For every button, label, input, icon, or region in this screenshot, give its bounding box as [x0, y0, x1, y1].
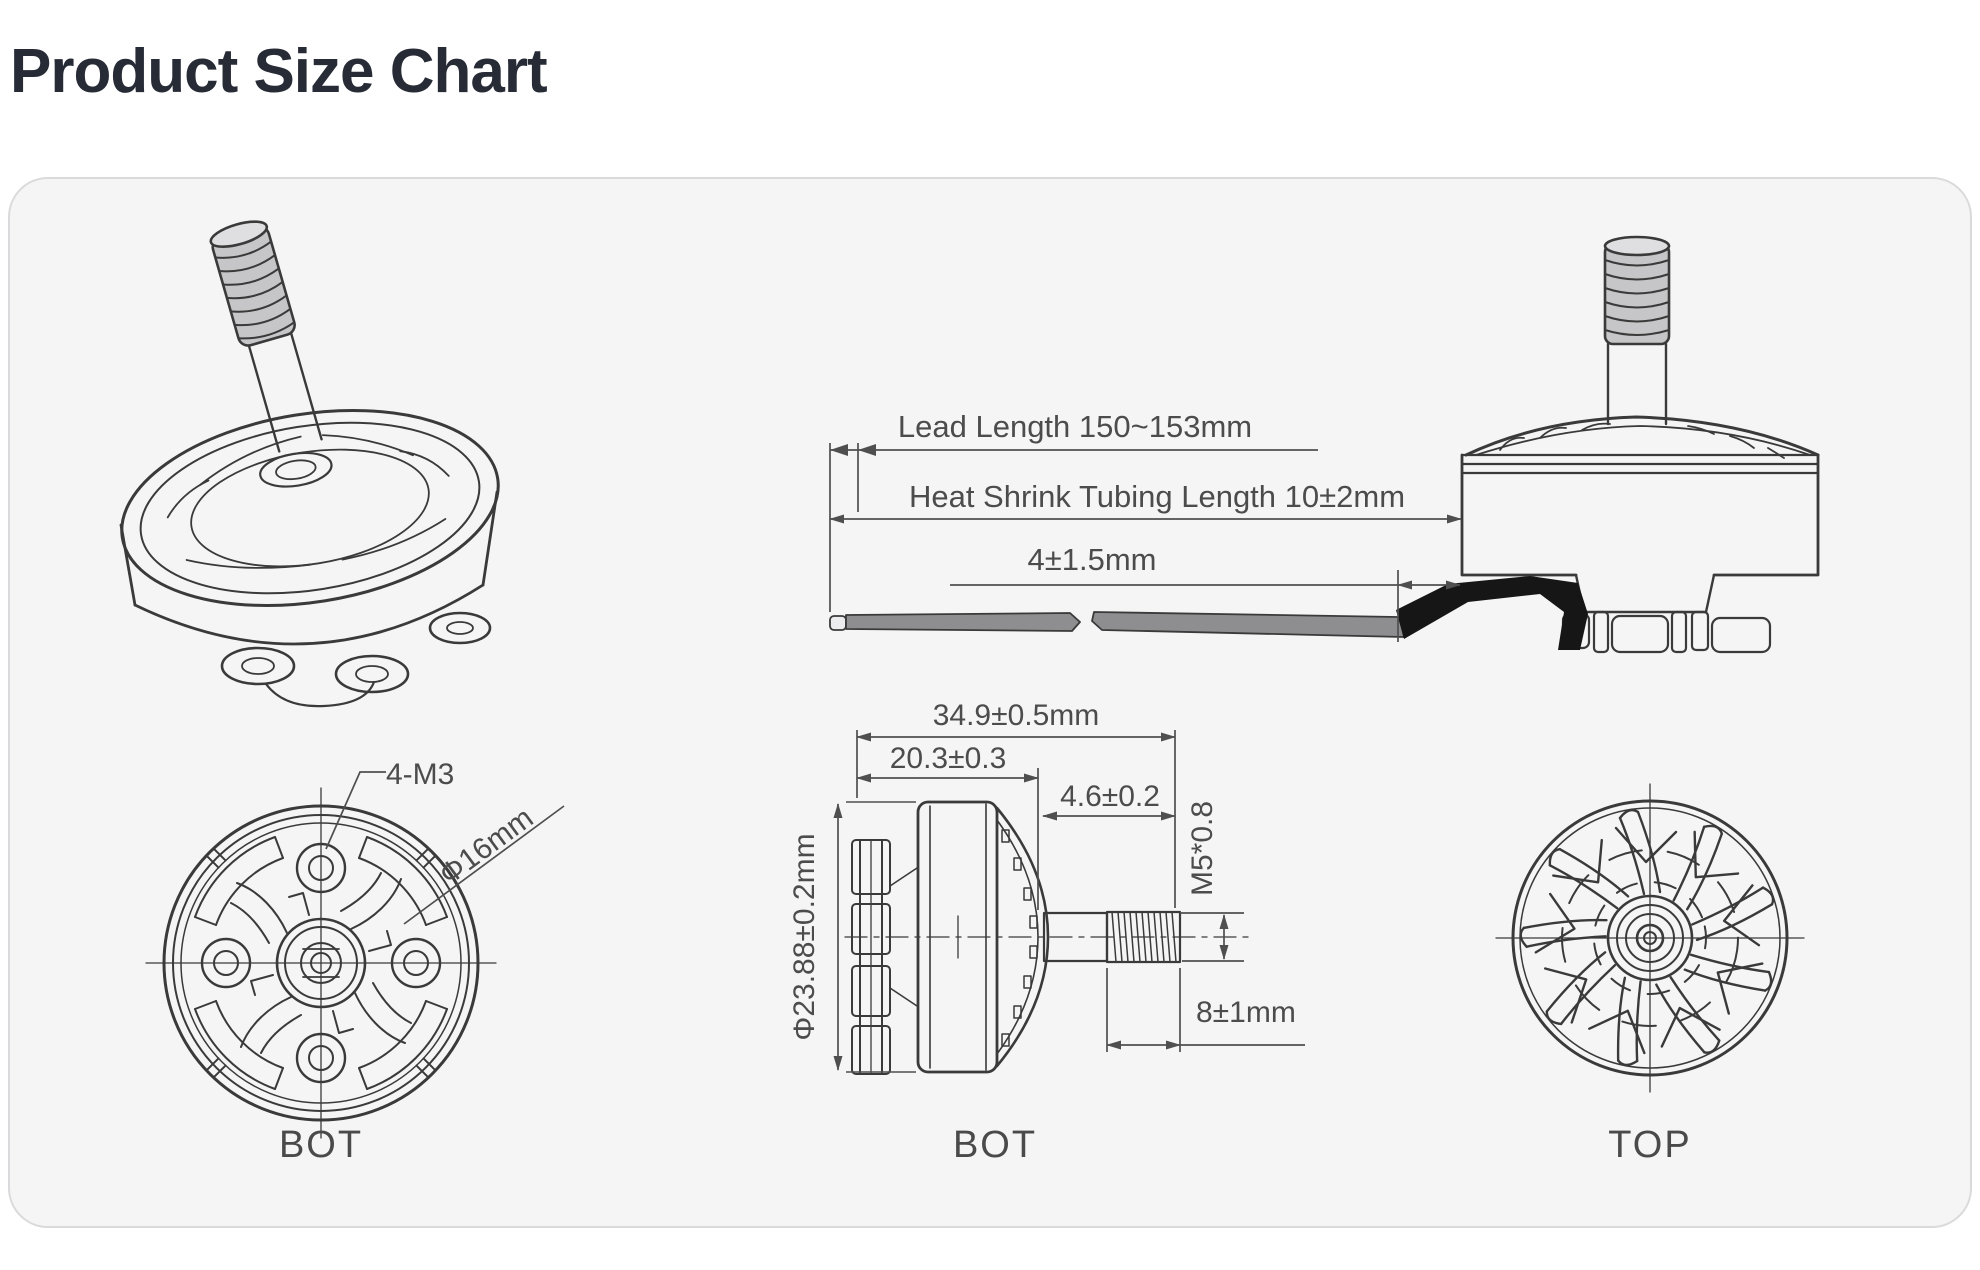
- dim-bolt-circle: Φ16mm: [433, 801, 539, 891]
- view-side-section: [844, 800, 1251, 1075]
- dim-thread-spec: M5*0.8: [1186, 801, 1219, 896]
- side-section-dimensions: [833, 730, 1305, 1073]
- bottom-face-annotations: 4-M3 Φ16mm BOT: [279, 758, 565, 1166]
- dim-screw-pattern: 4-M3: [386, 758, 454, 791]
- dim-heat-shrink: Heat Shrink Tubing Length 10±2mm: [909, 479, 1405, 514]
- dim-bell-diameter: Φ23.88±0.2mm: [788, 833, 821, 1040]
- dim-lead-length: Lead Length 150~153mm: [898, 409, 1252, 444]
- page-title: Product Size Chart: [10, 37, 548, 106]
- dim-body-width: 20.3±0.3: [890, 742, 1007, 775]
- view-side-with-leads: [829, 235, 1820, 654]
- view-perspective-motor: [119, 220, 500, 708]
- side-section-dimension-texts: 34.9±0.5mm 20.3±0.3 4.6±0.2 M5*0.8 Φ23.8…: [788, 699, 1296, 1166]
- dim-thread-length: 8±1mm: [1196, 996, 1296, 1029]
- label-top-face: TOP: [1608, 1124, 1691, 1166]
- side-view-dimensions: [829, 443, 1462, 642]
- dim-total-width: 34.9±0.5mm: [933, 699, 1100, 732]
- dim-wire-exposed: 4±1.5mm: [1028, 542, 1157, 577]
- view-bottom-face: [145, 787, 497, 1139]
- dim-shaft-step: 4.6±0.2: [1060, 780, 1160, 813]
- view-top-face: [1495, 783, 1805, 1093]
- side-view-dimension-texts: Lead Length 150~153mm Heat Shrink Tubing…: [898, 409, 1405, 577]
- label-bottom-face: BOT: [279, 1124, 363, 1166]
- label-side-section: BOT: [953, 1124, 1037, 1166]
